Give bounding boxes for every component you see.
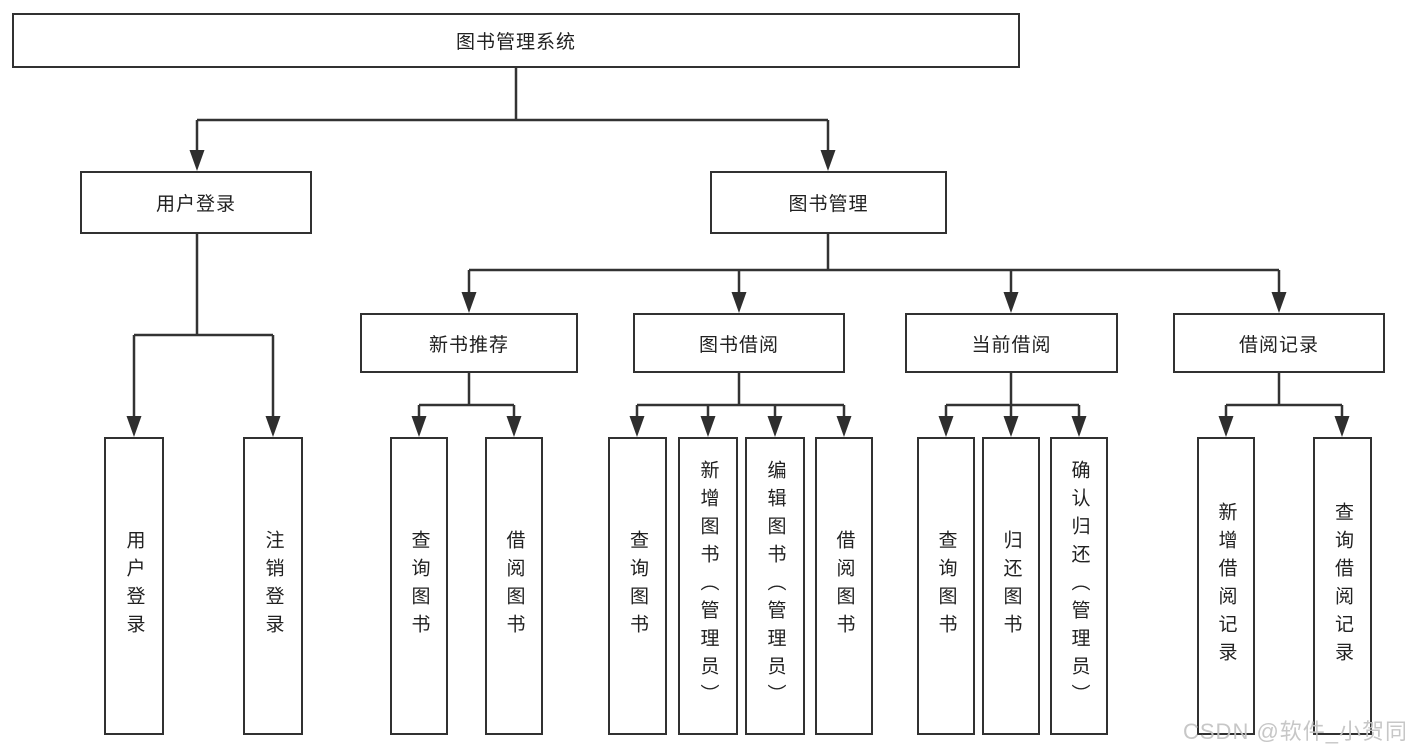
node-label: 图书管理 (788, 194, 869, 215)
leaf-query-borrow-record: 查询借阅记录 (1313, 437, 1372, 735)
leaf-label: 查询图书 (935, 530, 957, 642)
leaf-borrow-books: 借阅图书 (815, 437, 873, 735)
leaf-add-borrow-record: 新增借阅记录 (1197, 437, 1255, 735)
leaf-return-books: 归还图书 (982, 437, 1040, 735)
node-label: 新书推荐 (428, 334, 509, 356)
leaf-label: 借阅图书 (503, 530, 525, 642)
leaf-label: 用户登录 (123, 530, 145, 642)
leaf-user-login: 用户登录 (104, 437, 164, 735)
node-current-borrowing: 当前借阅 (905, 313, 1118, 373)
leaf-add-books-admin: 新增图书（管理员） (678, 437, 738, 735)
leaf-label: 确认归还（管理员） (1068, 460, 1090, 712)
leaf-label: 新增图书（管理员） (697, 460, 719, 712)
leaf-logout: 注销登录 (243, 437, 303, 735)
leaf-label: 编辑图书（管理员） (764, 460, 786, 712)
leaf-edit-books-admin: 编辑图书（管理员） (745, 437, 805, 735)
csdn-watermark: CSDN @软件_小贺同学 (1183, 719, 1405, 744)
leaf-label: 查询图书 (627, 530, 648, 642)
node-book-management: 图书管理 (710, 171, 947, 234)
leaf-label: 归还图书 (1000, 530, 1022, 642)
node-label: 图书管理系统 (455, 32, 576, 53)
node-label: 用户登录 (155, 194, 236, 215)
node-book-borrowing: 图书借阅 (633, 313, 845, 373)
node-root-library-system: 图书管理系统 (12, 13, 1020, 68)
node-label: 当前借阅 (971, 334, 1052, 356)
node-new-book-recommend: 新书推荐 (360, 313, 578, 373)
leaf-label: 查询借阅记录 (1332, 502, 1353, 670)
leaf-borrow-books-recommend: 借阅图书 (485, 437, 543, 735)
leaf-label: 借阅图书 (833, 530, 855, 642)
node-user-login: 用户登录 (80, 171, 312, 234)
leaf-query-books-borrow: 查询图书 (608, 437, 667, 735)
node-borrow-records: 借阅记录 (1173, 313, 1385, 373)
node-label: 借阅记录 (1238, 334, 1319, 356)
leaf-label: 注销登录 (262, 530, 284, 642)
leaf-label: 查询图书 (408, 530, 430, 642)
leaf-query-books-recommend: 查询图书 (390, 437, 448, 735)
node-label: 图书借阅 (698, 334, 779, 356)
leaf-query-books-current: 查询图书 (917, 437, 975, 735)
leaf-label: 新增借阅记录 (1215, 502, 1237, 670)
arrowheads (126, 150, 1350, 437)
leaf-confirm-return-admin: 确认归还（管理员） (1050, 437, 1108, 735)
